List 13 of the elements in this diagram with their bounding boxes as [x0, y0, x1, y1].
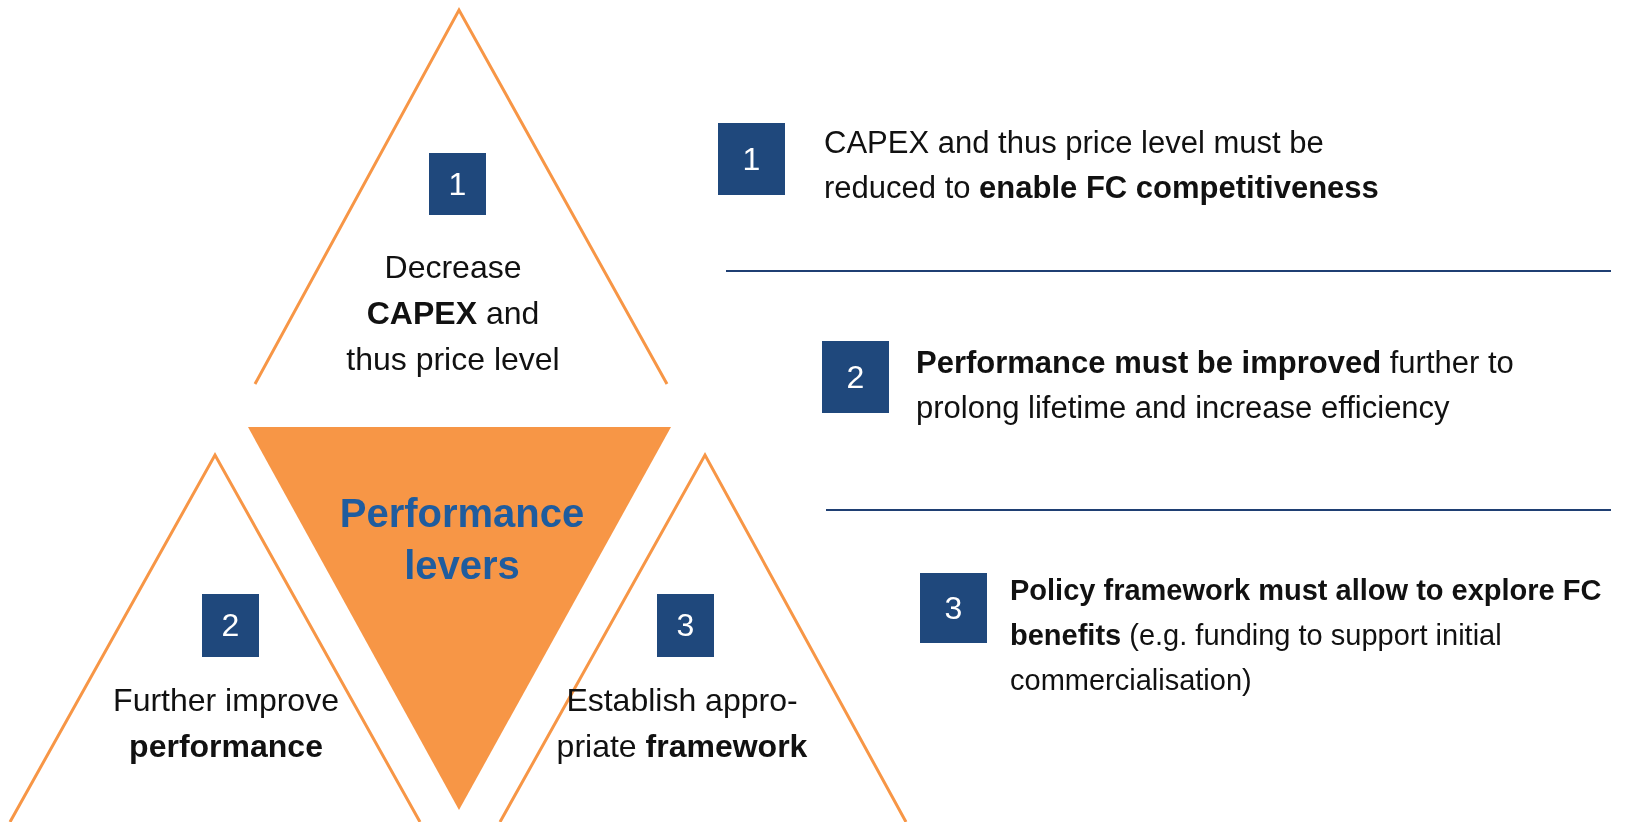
- number-badge: 3: [657, 594, 714, 657]
- lever-text: Further improve performance: [112, 681, 340, 766]
- statement-text: CAPEX and thus price level must be reduced to enable FC competitiveness: [824, 124, 1380, 207]
- number-badge: 1: [429, 153, 486, 215]
- lever-text: Decrease CAPEX and thus price level: [345, 248, 561, 379]
- number-badge: 3: [920, 573, 987, 643]
- number-badge: 2: [822, 341, 889, 413]
- lever-text: Establish appro- priate framework: [555, 681, 809, 766]
- statement-text: Policy framework must allow to explore FC benefits (e.g. funding to support initial commercialisation): [1010, 573, 1603, 698]
- statement-text: Performance must be improved further to prolong lifetime and increase efficiency: [916, 344, 1515, 427]
- number-badge: 1: [718, 123, 785, 195]
- center-heading: Performance levers: [338, 490, 586, 589]
- number-badge: 2: [202, 594, 259, 657]
